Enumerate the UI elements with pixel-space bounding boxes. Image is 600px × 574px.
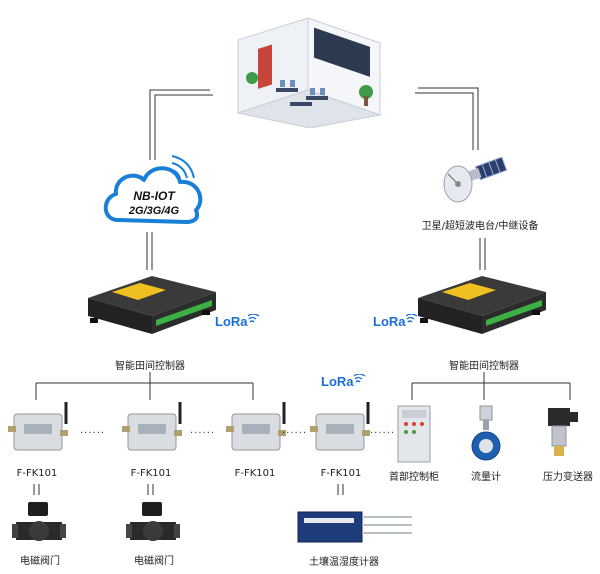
controller-right-label: 智能田间控制器 — [449, 361, 519, 372]
node-label-3: F-FK101 — [234, 468, 276, 479]
node-label-1: F-FK101 — [16, 468, 58, 479]
soil-sensor-label: 土壤温湿度计器 — [309, 557, 379, 568]
valve-label-2: 电磁阀门 — [134, 556, 174, 567]
flowmeter-label: 流量计 — [471, 472, 501, 483]
solenoid-valve-illustration-2 — [126, 502, 180, 541]
soil-sensor-illustration — [297, 511, 412, 543]
cloud-icon: NB-IOT 2G/3G/4G — [103, 155, 203, 224]
solenoid-valve-illustration-1 — [12, 502, 66, 541]
cabinet-label: 首部控制柜 — [389, 472, 439, 483]
lora-badge-left: LoRa — [215, 313, 260, 329]
wifi-waves-icon — [247, 313, 259, 323]
signal-waves-icon — [171, 155, 195, 179]
wifi-waves-icon — [405, 313, 417, 323]
lora-badge-right: LoRa — [373, 313, 418, 329]
controller-right-illustration — [418, 276, 546, 334]
pressure-label: 压力变送器 — [543, 472, 593, 483]
valve-label-1: 电磁阀门 — [20, 556, 60, 567]
flowmeter-illustration — [471, 405, 501, 461]
pressure-transmitter-illustration — [548, 408, 578, 456]
controller-left-illustration — [88, 276, 216, 334]
ellipsis-2: ······ — [190, 428, 216, 439]
ellipsis-1: ······ — [80, 428, 106, 439]
node-device-3 — [226, 402, 286, 451]
node-device-2 — [122, 402, 182, 451]
lora-badge-node: LoRa — [321, 373, 366, 389]
cloud-line-2: 2G/3G/4G — [128, 205, 180, 217]
cloud-line-1: NB-IOT — [133, 189, 176, 203]
node-device-1 — [8, 402, 68, 451]
node-label-2: F-FK101 — [130, 468, 172, 479]
ellipsis-3: ······ — [282, 428, 308, 439]
node-label-4: F-FK101 — [320, 468, 362, 479]
controller-left-label: 智能田间控制器 — [115, 361, 185, 372]
satellite-label: 卫星/超短波电台/中继设备 — [421, 221, 539, 232]
control-cabinet-illustration — [397, 405, 431, 463]
node-device-4 — [310, 402, 370, 451]
satellite-icon — [443, 156, 508, 203]
ellipsis-4: ······ — [370, 428, 396, 439]
control-room-illustration — [236, 18, 382, 128]
wifi-waves-icon — [353, 373, 365, 383]
